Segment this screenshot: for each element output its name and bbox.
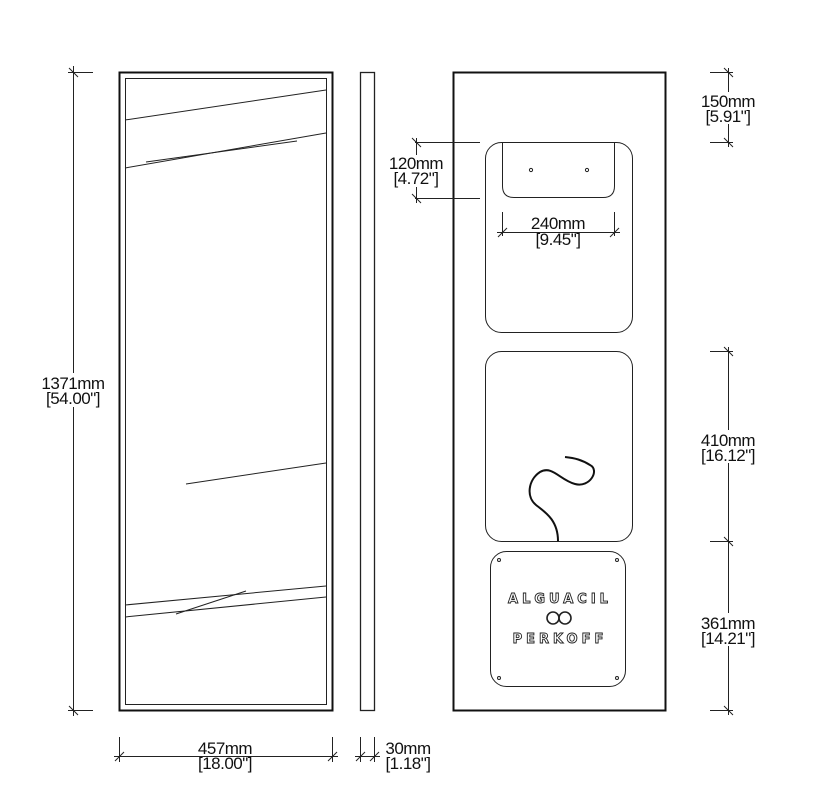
svg-text:240mm: 240mm bbox=[531, 214, 586, 233]
svg-text:[14.21"]: [14.21"] bbox=[701, 629, 755, 648]
reflection-line bbox=[145, 140, 298, 163]
dimension-depth: 30mm [1.18"] bbox=[355, 737, 431, 773]
dimension-height: 1371mm [54.00"] bbox=[36, 66, 112, 716]
svg-text:[5.91"]: [5.91"] bbox=[705, 107, 750, 126]
plate-screw bbox=[497, 676, 501, 680]
screw-hole bbox=[528, 167, 534, 173]
top-cutout bbox=[485, 142, 633, 333]
reflection-line bbox=[124, 89, 327, 121]
reflection-line bbox=[124, 596, 327, 618]
svg-text:30mm: 30mm bbox=[385, 739, 431, 758]
svg-text:410mm: 410mm bbox=[701, 431, 756, 450]
dimension-bracket-width: 240mm [9.45"] bbox=[497, 212, 620, 249]
svg-text:[9.45"]: [9.45"] bbox=[535, 230, 580, 249]
svg-text:120mm: 120mm bbox=[389, 154, 444, 173]
svg-text:1371mm: 1371mm bbox=[41, 374, 104, 393]
logo-line2: PERKOFF bbox=[513, 632, 608, 647]
dimension-middle-section: 410mm [16.12"] bbox=[694, 346, 764, 715]
svg-text:[1.18"]: [1.18"] bbox=[385, 754, 430, 773]
svg-text:457mm: 457mm bbox=[198, 739, 253, 758]
dimension-bracket-height: 120mm [4.72"] bbox=[388, 137, 480, 204]
reflection-line bbox=[175, 590, 247, 615]
plate-screw bbox=[615, 676, 619, 680]
dimension-width: 457mm [18.00"] bbox=[114, 737, 338, 773]
front-view-mirror bbox=[118, 71, 334, 712]
reflection-line bbox=[124, 585, 327, 606]
reflection-line bbox=[185, 462, 327, 485]
plate-screw bbox=[615, 558, 619, 562]
middle-cutout bbox=[485, 351, 633, 542]
logo-plate bbox=[490, 551, 626, 687]
svg-text:[54.00"]: [54.00"] bbox=[46, 389, 100, 408]
plate-screw bbox=[497, 558, 501, 562]
back-view: ALGUACIL PERKOFF bbox=[452, 71, 667, 712]
power-cable bbox=[528, 456, 595, 542]
svg-text:[18.00"]: [18.00"] bbox=[198, 754, 252, 773]
svg-text:150mm: 150mm bbox=[701, 92, 756, 111]
dimension-bottom-section: 361mm [14.21"] bbox=[694, 613, 764, 716]
logo-rings-icon bbox=[546, 611, 572, 625]
svg-text:[16.12"]: [16.12"] bbox=[701, 446, 755, 465]
dimension-top-offset: 150mm [5.91"] bbox=[698, 67, 760, 148]
side-view bbox=[359, 71, 376, 712]
screw-hole bbox=[584, 167, 590, 173]
hanging-bracket bbox=[502, 142, 615, 198]
svg-text:361mm: 361mm bbox=[701, 614, 756, 633]
svg-text:[4.72"]: [4.72"] bbox=[393, 169, 438, 188]
logo-line1: ALGUACIL bbox=[508, 592, 612, 607]
